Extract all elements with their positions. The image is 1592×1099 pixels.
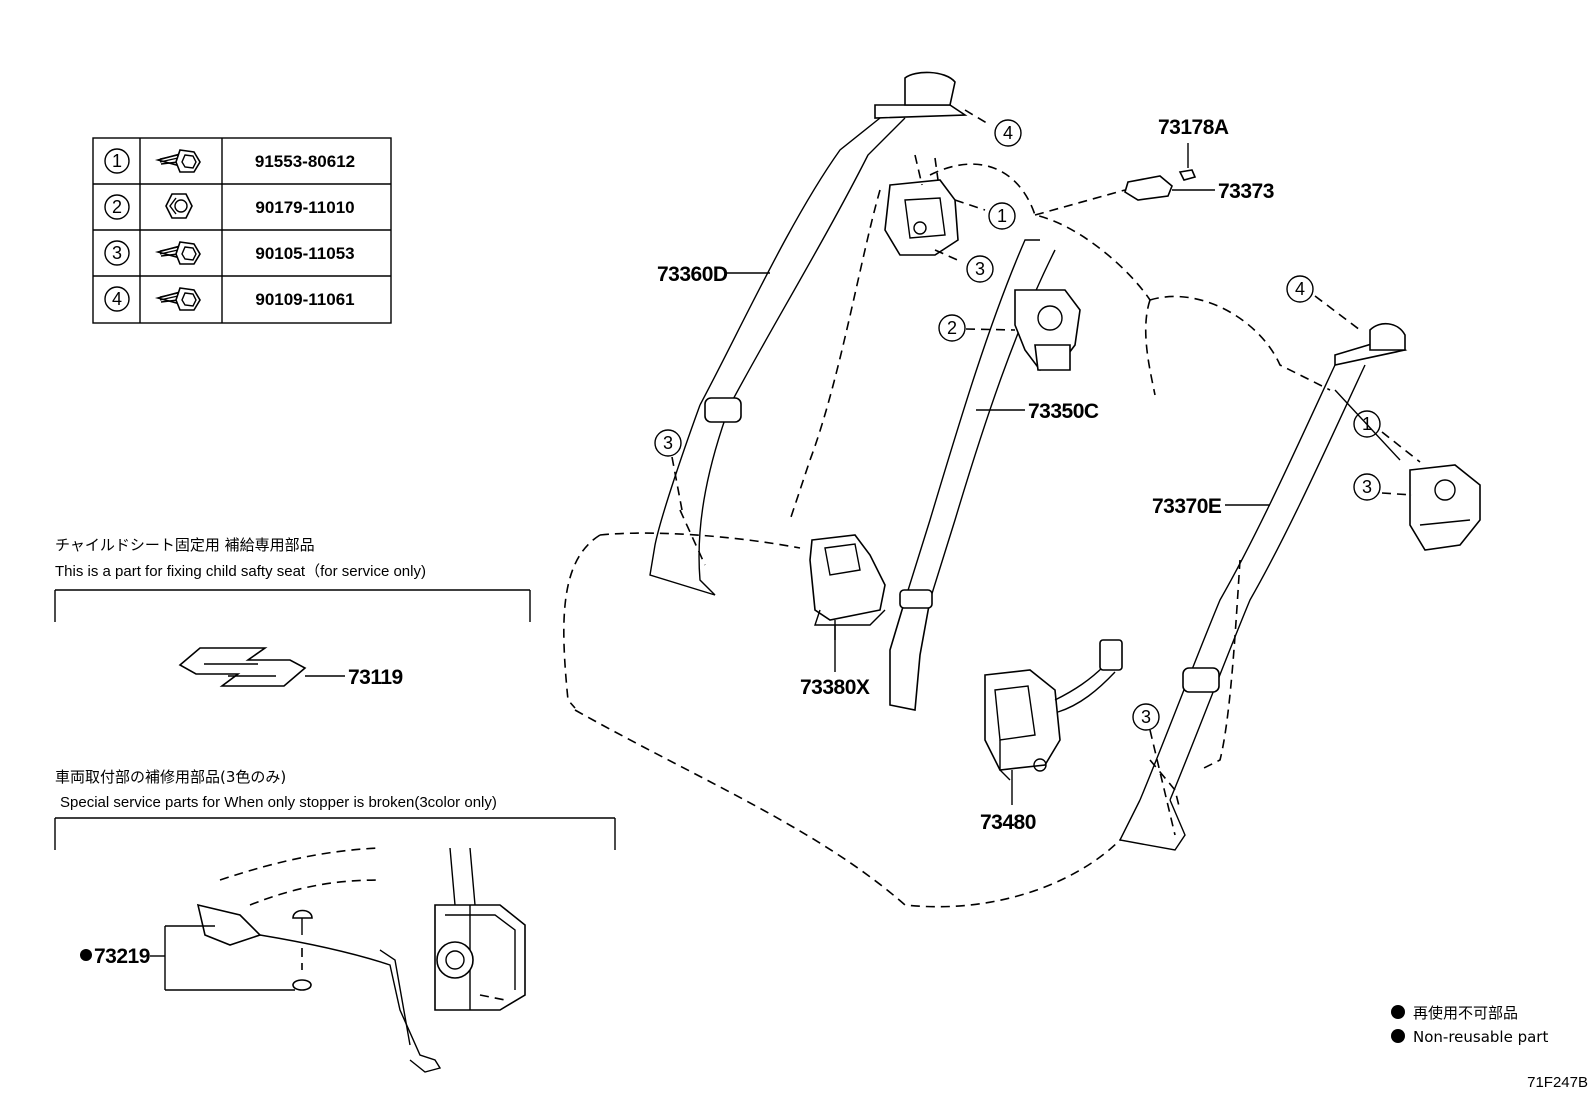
bolt-icon (154, 287, 201, 311)
stopper-note: 車両取付部の補修用部品(3色のみ) Special service parts … (54, 768, 616, 1073)
stopper-note-ja: 車両取付部の補修用部品(3色のみ) (55, 768, 286, 786)
callout-4: 4 (1003, 123, 1013, 143)
callout-3: 3 (1141, 707, 1151, 727)
fastener-part-number: 91553-80612 (255, 152, 355, 171)
legend: 再使用不可部品 Non-reusable part (1391, 1004, 1548, 1046)
bolt-icon (154, 149, 201, 173)
seat-belt-73370E (1118, 322, 1408, 851)
child-seat-anchor-plate (178, 647, 307, 687)
part-label-73178A: 73178A (1158, 116, 1229, 139)
nut-icon (165, 193, 193, 219)
non-reusable-mark-icon (1391, 1005, 1405, 1019)
part-label-73119: 73119 (348, 666, 403, 689)
callout-3: 3 (1362, 477, 1372, 497)
stopper-button-icon (292, 909, 313, 991)
part-label-73380X: 73380X (800, 676, 870, 699)
buckle-73480 (984, 639, 1123, 781)
bolt-icon (154, 241, 201, 265)
seat-belt-73360D (649, 71, 968, 596)
callout-4: 4 (1295, 279, 1305, 299)
legend-text-ja: 再使用不可部品 (1413, 1004, 1518, 1022)
seat-belt-73350C (889, 239, 1056, 711)
stopper-retractor (434, 904, 526, 1011)
fastener-index: 2 (112, 197, 122, 217)
part-label-73370E: 73370E (1152, 495, 1222, 518)
child-seat-note-en: This is a part for fixing child safty se… (55, 563, 426, 580)
fastener-row-2: 2 90179-11010 (104, 193, 355, 220)
child-seat-note-ja: チャイルドシート固定用 補給専用部品 (55, 536, 315, 554)
fastener-part-number: 90109-11061 (255, 290, 354, 309)
non-reusable-mark-icon (80, 949, 92, 961)
fastener-index: 3 (112, 243, 122, 263)
part-label-73480: 73480 (980, 811, 1036, 834)
fastener-part-number: 90179-11010 (255, 198, 354, 217)
callout-3: 3 (663, 433, 673, 453)
fastener-row-1: 1 91553-80612 (104, 148, 355, 174)
callouts: 4 1 3 2 3 4 1 (654, 109, 1421, 836)
fastener-table: 1 91553-80612 2 90179-11010 3 (92, 137, 392, 324)
legend-text-en: Non-reusable part (1413, 1028, 1548, 1046)
buckle-73380X (809, 534, 886, 640)
clip-73373 (1124, 175, 1173, 201)
fastener-row-3: 3 90105-11053 (104, 240, 355, 266)
retractor-right (1409, 464, 1481, 551)
part-label-73373: 73373 (1218, 180, 1274, 203)
part-label-73360D: 73360D (657, 263, 728, 286)
callout-3: 3 (975, 259, 985, 279)
part-label-73350C: 73350C (1028, 400, 1099, 423)
callout-1: 1 (997, 206, 1007, 226)
part-label-73219: 73219 (94, 945, 150, 968)
retractor-center (1014, 289, 1081, 371)
fastener-index: 4 (112, 289, 122, 309)
stopper-note-en: Special service parts for When only stop… (60, 794, 497, 811)
child-seat-note: チャイルドシート固定用 補給専用部品 This is a part for fi… (54, 536, 531, 689)
main-assembly: 73360D 73350C (563, 71, 1481, 908)
retractor-left (884, 154, 959, 256)
diagram-code: 71F247B (1527, 1074, 1588, 1091)
non-reusable-mark-icon (1391, 1029, 1405, 1043)
fastener-index: 1 (112, 151, 122, 171)
callout-2: 2 (947, 318, 957, 338)
clip-73178A (1178, 169, 1197, 181)
fastener-row-4: 4 90109-11061 (104, 286, 355, 312)
callout-1: 1 (1362, 414, 1372, 434)
fastener-part-number: 90105-11053 (255, 244, 354, 263)
